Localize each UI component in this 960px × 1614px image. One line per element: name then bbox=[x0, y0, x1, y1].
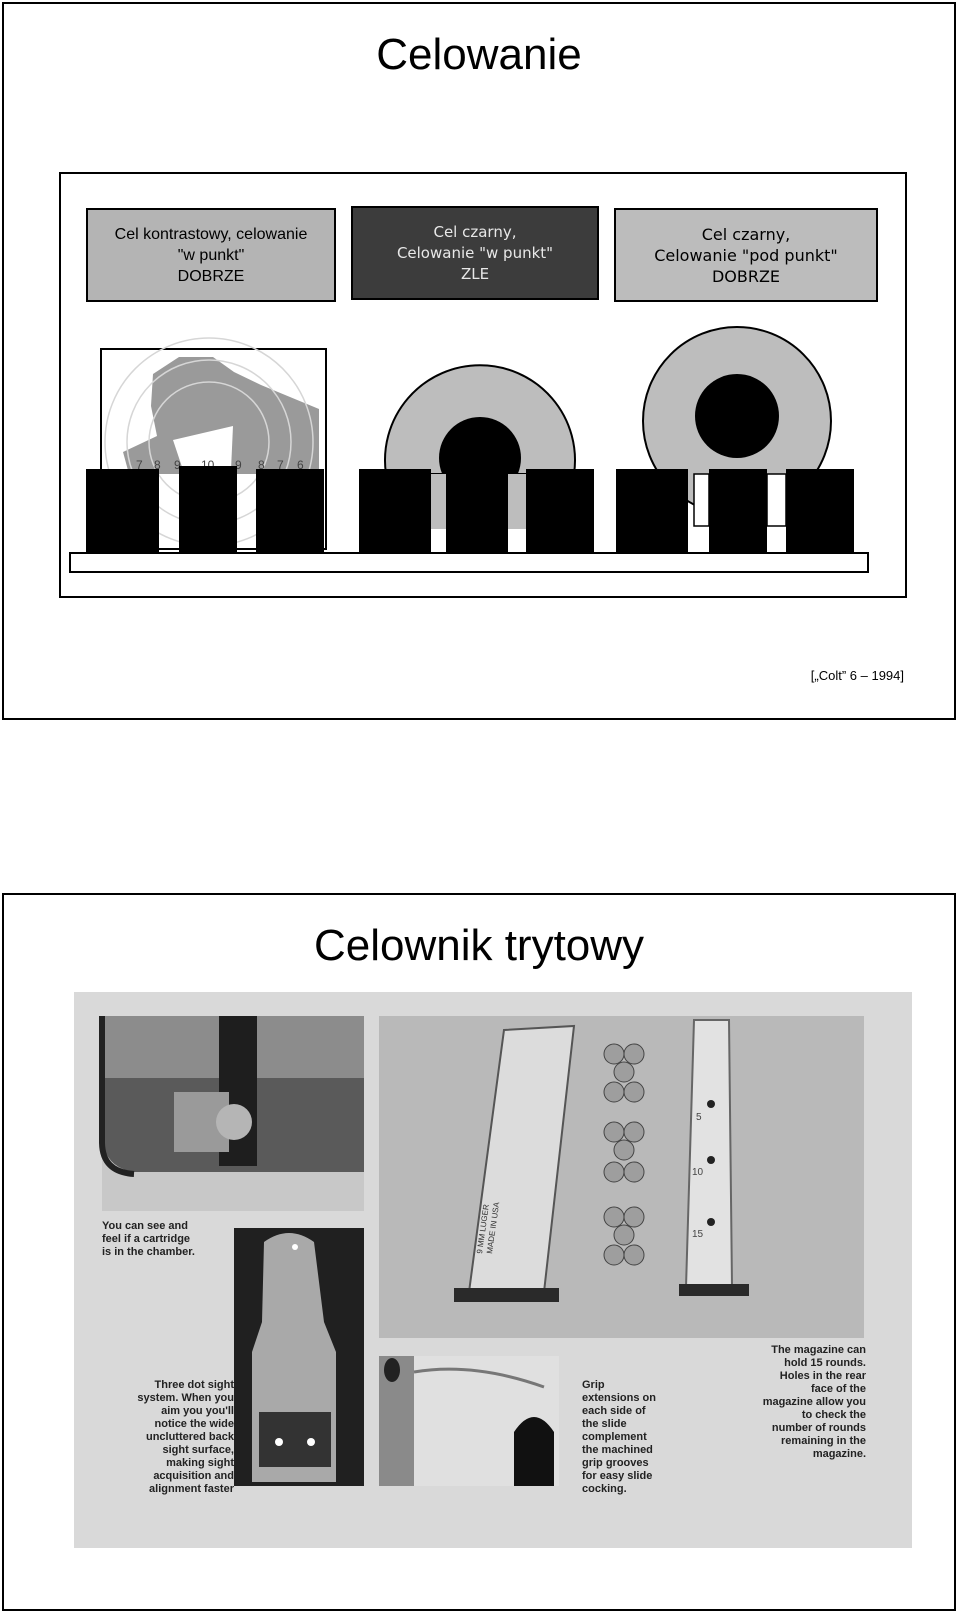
magazine-mark: 15 bbox=[692, 1229, 704, 1240]
ring-label: 8 bbox=[258, 458, 265, 472]
caption-line: DOBRZE bbox=[711, 266, 781, 286]
caption-line: DOBRZE bbox=[177, 267, 245, 285]
caption-line: extensions on bbox=[582, 1392, 656, 1404]
caption-line: system. When you bbox=[137, 1392, 234, 1404]
caption-line: complement bbox=[582, 1431, 647, 1443]
ring-label: 9 bbox=[235, 458, 242, 472]
caption-line: making sight bbox=[166, 1457, 234, 1469]
slide-aiming: Celowanie 7 8 9 10 9 8 7 6 bbox=[2, 2, 956, 720]
aiming-figure: 7 8 9 10 9 8 7 6 bbox=[59, 172, 907, 598]
slide-tritium-sight: Celownik trytowy bbox=[2, 893, 956, 1611]
caption-line: "w punkt" bbox=[177, 246, 245, 264]
caption-black-target-below: Cel czarny, Celowanie "pod punkt" DOBRZE bbox=[614, 208, 878, 302]
caption-line: acquisition and bbox=[153, 1470, 234, 1482]
caption-line: uncluttered back bbox=[145, 1431, 234, 1443]
ring-label: 6 bbox=[297, 458, 304, 472]
caption-line: Grip bbox=[582, 1379, 605, 1391]
caption-line: Celowanie "pod punkt" bbox=[654, 245, 838, 265]
caption-line: aim you you'll bbox=[161, 1405, 234, 1417]
photo-collage: 5 10 15 9 MM LUGER MADE IN USA bbox=[99, 1016, 864, 1486]
caption-line: is in the chamber. bbox=[102, 1246, 195, 1258]
caption-line: You can see and bbox=[102, 1220, 188, 1232]
caption-black-target-point: Cel czarny, Celowanie "w punkt" ZLE bbox=[351, 206, 599, 300]
magazine-caption: The magazine can hold 15 rounds. Holes i… bbox=[754, 1344, 866, 1461]
ring-label: 8 bbox=[154, 458, 161, 472]
magazine-mark: 5 bbox=[696, 1112, 702, 1123]
caption-line: the machined bbox=[582, 1444, 653, 1456]
caption-line: Cel czarny, bbox=[433, 222, 517, 241]
black-target-below-aim bbox=[642, 326, 832, 527]
caption-line: remaining in the bbox=[781, 1435, 866, 1447]
grip-extension-image bbox=[379, 1356, 559, 1486]
ring-label: 9 bbox=[174, 458, 181, 472]
caption-line: ZLE bbox=[460, 264, 490, 283]
caption-line: grip grooves bbox=[582, 1457, 649, 1469]
caption-line: each side of bbox=[582, 1405, 646, 1417]
magazine-mark: 10 bbox=[692, 1167, 704, 1178]
caption-line: the slide bbox=[582, 1418, 627, 1430]
caption-line: number of rounds bbox=[771, 1422, 866, 1434]
caption-line: cocking. bbox=[582, 1483, 627, 1495]
caption-line: magazine allow you bbox=[762, 1396, 866, 1408]
caption-line: Holes in the rear bbox=[779, 1370, 866, 1382]
caption-line: sight surface, bbox=[162, 1444, 234, 1456]
caption-line: feel if a cartridge bbox=[102, 1233, 191, 1245]
ring-label: 7 bbox=[277, 458, 284, 472]
chamber-closeup-image bbox=[99, 1016, 364, 1211]
caption-line: Cel kontrastowy, celowanie bbox=[114, 225, 308, 243]
caption-line: alignment faster bbox=[149, 1483, 234, 1495]
caption-line: hold 15 rounds. bbox=[784, 1357, 866, 1369]
black-target-point-aim bbox=[384, 364, 576, 529]
caption-line: Celowanie "w punkt" bbox=[396, 243, 554, 262]
grip-caption: Grip extensions on each side of the slid… bbox=[582, 1379, 672, 1496]
caption-line: magazine. bbox=[812, 1448, 866, 1460]
sight-system-image bbox=[234, 1228, 364, 1486]
caption-line: Three dot sight bbox=[154, 1379, 234, 1391]
caption-line: The magazine can bbox=[771, 1344, 866, 1356]
slide-title: Celownik trytowy bbox=[313, 921, 645, 970]
slide-title: Celowanie bbox=[376, 30, 582, 79]
aiming-diagram: 7 8 9 10 9 8 7 6 bbox=[69, 326, 869, 573]
source-citation: [„Colt” 6 – 1994] bbox=[810, 668, 904, 683]
caption-contrast-target: Cel kontrastowy, celowanie "w punkt" DOB… bbox=[86, 208, 336, 302]
caption-line: for easy slide bbox=[582, 1470, 653, 1482]
caption-line: Cel czarny, bbox=[701, 224, 791, 244]
caption-line: notice the wide bbox=[154, 1418, 234, 1430]
sight-caption: Three dot sight system. When you aim you… bbox=[134, 1379, 234, 1496]
ring-label: 7 bbox=[136, 458, 143, 472]
sight-pictures bbox=[69, 466, 869, 573]
caption-line: to check the bbox=[801, 1409, 866, 1421]
caption-line: face of the bbox=[810, 1383, 866, 1395]
chamber-caption: You can see and feel if a cartridge is i… bbox=[102, 1220, 222, 1259]
pistol-feature-photo: 5 10 15 9 MM LUGER MADE IN USA bbox=[74, 992, 912, 1548]
magazine-image: 5 10 15 9 MM LUGER MADE IN USA bbox=[379, 1016, 864, 1338]
